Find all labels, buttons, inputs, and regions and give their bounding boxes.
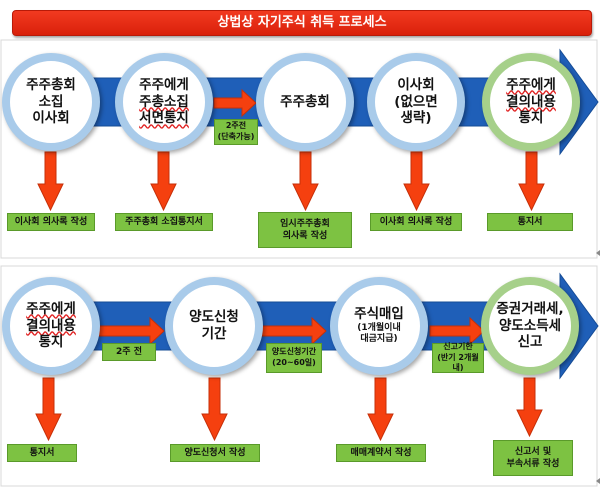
output-text: 이사회 의사록 작성 [14, 216, 88, 227]
bottom-red-connector-arrow-3 [429, 316, 485, 346]
step-label: 양도소득세 [498, 317, 562, 334]
step-label: 기간 [201, 326, 227, 342]
top-output-1: 이사회 의사록 작성 [7, 213, 95, 231]
step-label: 서면통지 [139, 110, 189, 127]
connector-text: (반기 2개월내) [437, 352, 479, 373]
top-process-panel: 주주총회 소집 이사회 주주에게 주총소집 서면통지 주주총회 이사회 (없으면… [0, 38, 603, 260]
top-step-3: 주주총회 [256, 53, 354, 151]
step-label: 결의내용 [26, 317, 76, 334]
bottom-step-2: 양도신청 기간 [165, 277, 263, 375]
output-text: 양도신청서 작성 [184, 447, 246, 458]
bottom-output-3: 매매계약서 작성 [336, 444, 426, 462]
bottom-down-arrow-1 [35, 377, 62, 442]
step-label: 주주에게 [506, 76, 556, 93]
top-step-2: 주주에게 주총소집 서면통지 [115, 53, 213, 151]
top-down-arrow-4 [403, 151, 430, 212]
output-text: 부속서류 작성 [506, 459, 560, 469]
connector-text: 양도신청기간 [271, 347, 317, 357]
top-connector-label: 2주전 (단축가능) [214, 119, 258, 145]
output-text: 주주총회 소집통지서 [125, 216, 203, 227]
step-label: 통지 [518, 110, 544, 127]
bottom-red-connector-arrow-2 [261, 316, 327, 346]
step-label: 주주총회 [280, 93, 330, 110]
bottom-down-arrow-3 [367, 377, 394, 442]
output-text: 임시주주총회 [280, 218, 330, 229]
connector-text: 2주전 [225, 121, 247, 131]
top-output-5: 통지서 [487, 213, 573, 231]
step-label: 이사회 [32, 110, 70, 127]
output-text: 이사회 의사록 작성 [379, 216, 453, 227]
bottom-output-2: 양도신청서 작성 [170, 444, 260, 462]
bottom-panel-frame [0, 265, 598, 487]
step-label: 통지 [38, 334, 64, 351]
step-label: 주주에게 [139, 76, 189, 93]
connector-text: 2주 전 [116, 346, 142, 357]
bottom-process-panel: 주주에게 결의내용 통지 양도신청 기간 주식매입 (1개월이내 대금지급) 증… [0, 264, 603, 488]
bottom-connector-label-3: 신고기한 (반기 2개월내) [432, 341, 484, 373]
bottom-down-arrow-2 [201, 377, 228, 442]
top-output-2: 주주총회 소집통지서 [115, 213, 213, 231]
step-sublabel: (1개월이내 [357, 323, 401, 334]
step-label: 소집 [38, 93, 64, 110]
top-step-1: 주주총회 소집 이사회 [2, 53, 100, 151]
step-label: 주총소집 [139, 93, 189, 110]
top-output-3: 임시주주총회 의사록 작성 [258, 212, 352, 248]
step-label: 결의내용 [506, 93, 556, 110]
step-label: (없으면 [394, 93, 438, 110]
output-text: 의사록 작성 [282, 231, 328, 241]
bottom-step-4: 증권거래세, 양도소득세 신고 [481, 277, 579, 375]
step-label: 주식매입 [354, 306, 404, 323]
step-label: 주주총회 [26, 76, 76, 93]
bottom-step-1: 주주에게 결의내용 통지 [2, 277, 100, 375]
top-output-4: 이사회 의사록 작성 [370, 213, 462, 231]
top-scroll-indicator [596, 250, 600, 256]
bottom-connector-label-1: 2주 전 [102, 343, 156, 361]
bottom-step-3: 주식매입 (1개월이내 대금지급) [330, 277, 428, 375]
step-sublabel: 대금지급) [360, 334, 398, 345]
output-text: 통지서 [29, 447, 55, 458]
process-title: 상법상 자기주식 취득 프로세스 [12, 10, 592, 36]
bottom-output-1: 통지서 [7, 444, 77, 462]
step-label: 증권거래세, [496, 300, 564, 317]
output-text: 통지서 [517, 216, 543, 227]
connector-text: (20~60일) [272, 358, 316, 367]
output-text: 매매계약서 작성 [350, 447, 412, 458]
bottom-connector-label-2: 양도신청기간 (20~60일) [266, 343, 322, 373]
step-label: 양도신청 [189, 309, 239, 326]
top-down-arrow-3 [292, 151, 319, 212]
top-down-arrow-1 [37, 151, 64, 212]
bottom-output-4: 신고서 및 부속서류 작성 [493, 440, 573, 476]
bottom-down-arrow-4 [516, 377, 543, 438]
step-label: 신고 [517, 334, 543, 351]
bottom-red-connector-arrow-1 [97, 316, 165, 346]
output-text: 신고서 및 [514, 446, 552, 457]
step-label: 생략) [400, 110, 432, 127]
top-red-connector-arrow [213, 88, 257, 118]
top-step-5: 주주에게 결의내용 통지 [482, 53, 580, 151]
top-step-4: 이사회 (없으면 생략) [367, 53, 465, 151]
step-label: 주주에게 [26, 300, 76, 317]
bottom-scroll-indicator [596, 478, 600, 484]
top-down-arrow-2 [150, 151, 177, 212]
connector-text: 신고기한 [443, 341, 473, 351]
top-panel-frame [0, 39, 598, 259]
top-down-arrow-5 [518, 151, 545, 212]
step-label: 이사회 [397, 76, 435, 93]
connector-text: (단축가능) [217, 132, 255, 141]
